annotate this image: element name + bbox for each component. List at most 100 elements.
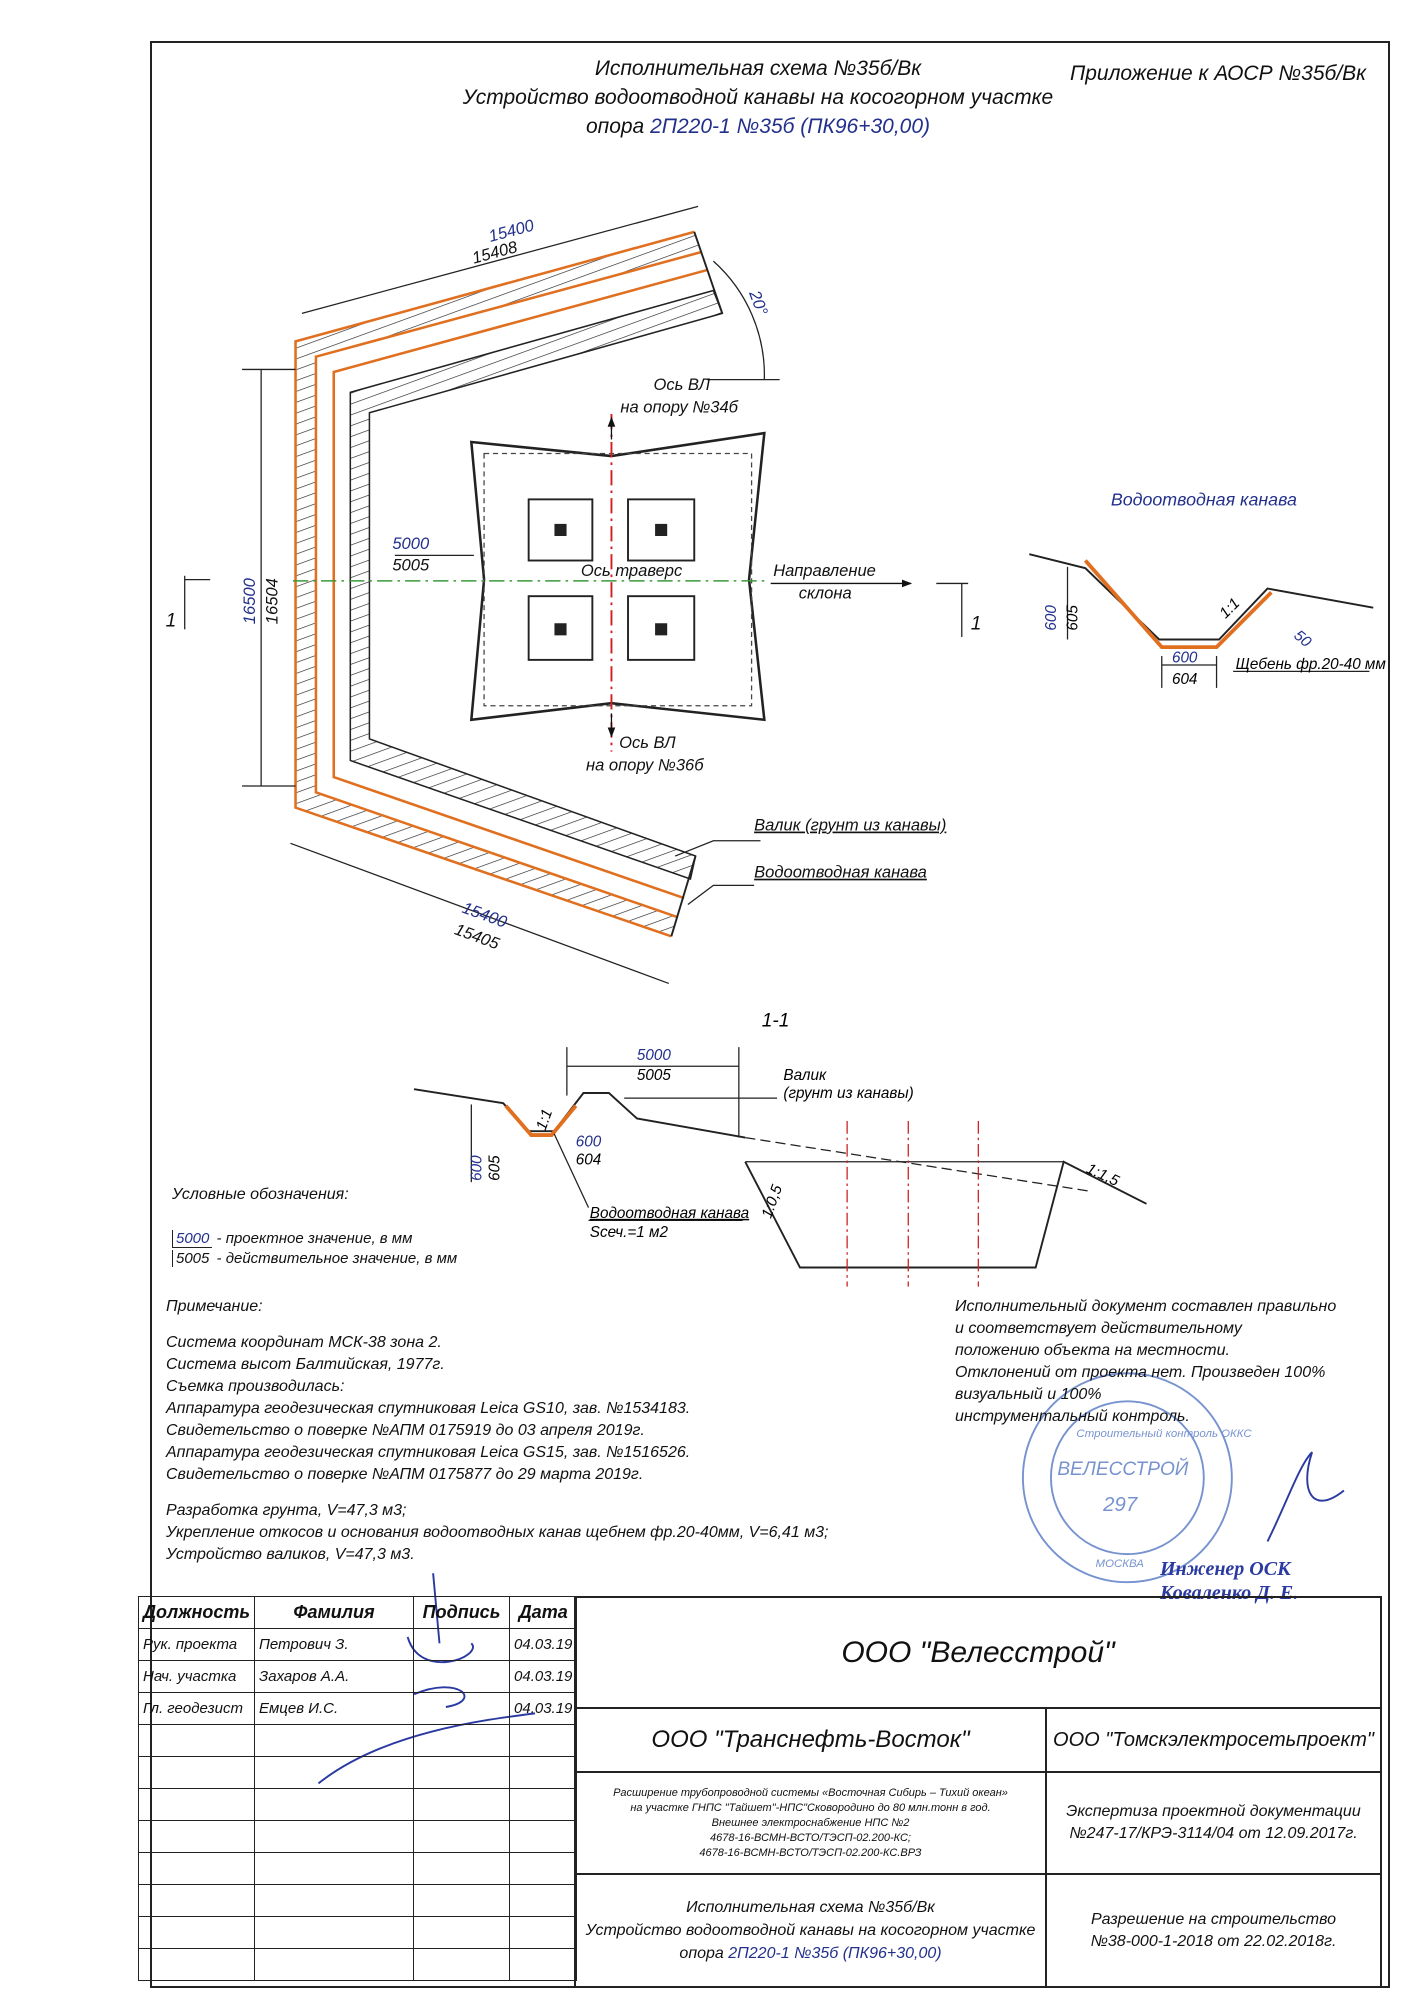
empty-cell	[509, 1884, 578, 1917]
title-prefix: опора	[585, 115, 645, 138]
section-width-actual: 604	[576, 1151, 601, 1168]
permit-line: Разрешение на строительство	[1090, 1910, 1337, 1928]
row-name: Емцев И.С.	[254, 1692, 415, 1725]
statement-line: и соответствует действительному	[955, 1320, 1242, 1337]
empty-cell	[413, 1820, 511, 1853]
ditch-profile	[1029, 553, 1374, 641]
signer-title: Инженер ОСК	[1160, 1558, 1291, 1580]
empty-cell	[254, 1724, 415, 1757]
construction-permit: Разрешение на строительство №38-000-1-20…	[1045, 1873, 1382, 1988]
ditch-title: Водоотводная канава	[1111, 490, 1297, 510]
section-area: Sсеч.=1 м2	[590, 1224, 669, 1241]
section-dim-lines	[470, 1047, 778, 1222]
doc-title-support-id: 2П220-1 №35б (ПК96+30,00)	[728, 1945, 942, 1962]
foundation-footings	[527, 498, 696, 661]
expertise-line: Экспертиза проектной документации	[1066, 1803, 1361, 1820]
foundation-base	[483, 452, 753, 707]
empty-cell	[254, 1756, 415, 1789]
dim-inner-design: 5000	[392, 534, 430, 553]
document-title: Исполнительная схема №35б/Вк Устройство …	[574, 1873, 1047, 1988]
empty-cell	[254, 1852, 415, 1885]
empty-cell	[509, 1948, 578, 1981]
section-pit	[744, 1160, 1147, 1269]
empty-cell	[137, 1756, 256, 1789]
plan-labels: Ось ВЛ на опору №34б Ось траверс Направл…	[166, 375, 982, 882]
stamp-number: 297	[1102, 1494, 1138, 1516]
header-role: Должность	[137, 1596, 256, 1629]
empty-cell	[413, 1788, 511, 1821]
project-description: Расширение трубопроводной системы «Восто…	[574, 1771, 1047, 1875]
header-signature: Подпись	[413, 1596, 511, 1629]
axis-traverse: Ось траверс	[581, 561, 683, 580]
doc-title-line: Исполнительная схема №35б/Вк	[686, 1899, 935, 1916]
row-role: Рук. проекта	[137, 1628, 256, 1661]
empty-cell	[254, 1788, 415, 1821]
empty-cell	[509, 1724, 578, 1757]
row-signature	[413, 1660, 511, 1693]
empty-cell	[254, 1948, 415, 1981]
stamp-top: Строительный контроль ОККС	[1076, 1428, 1252, 1440]
doc-title-line: опора 2П220-1 №35б (ПК96+30,00)	[679, 1942, 941, 1965]
empty-cell	[413, 1852, 511, 1885]
ditch-gravel: Щебень фр.20-40 мм	[1236, 656, 1387, 673]
section-dim-design: 5000	[637, 1047, 671, 1064]
note-line: Свидетельство о поверке №АПМ 0175877 до …	[166, 1466, 644, 1483]
signatures-table: Должность Фамилия Подпись Дата Рук. прое…	[137, 1596, 578, 1981]
title-line-1: Исполнительная схема №35б/Вк	[594, 57, 922, 80]
dim-left-actual: 16504	[263, 578, 282, 624]
empty-cell	[413, 1756, 511, 1789]
customer-name: ООО "Транснефть-Восток"	[574, 1707, 1047, 1773]
dim-top-actual: 15408	[470, 237, 520, 267]
title-support-id: 2П220-1 №35б (ПК96+30,00)	[650, 115, 931, 138]
row-signature	[413, 1628, 511, 1661]
row-signature	[413, 1692, 511, 1725]
ditch-depth-actual: 605	[1065, 605, 1082, 631]
legend-design-text: - проектное значение, в мм	[216, 1230, 413, 1247]
ditch-width-actual: 604	[1172, 671, 1197, 688]
ditch-dim-lines	[1066, 566, 1370, 688]
legend-actual-value: 5005	[172, 1250, 213, 1267]
label-berm: Валик (грунт из канавы)	[754, 816, 946, 835]
slope-dir-1: Направление	[773, 561, 876, 580]
empty-cell	[413, 1724, 511, 1757]
doc-title-line: Устройство водоотводной канавы на косого…	[585, 1922, 1036, 1939]
empty-cell	[254, 1884, 415, 1917]
row-name: Петрович З.	[254, 1628, 415, 1661]
axis-top-1: Ось ВЛ	[653, 375, 710, 394]
volume-line: Укрепление откосов и основания водоотвод…	[166, 1524, 829, 1541]
empty-cell	[254, 1916, 415, 1949]
empty-cell	[413, 1948, 511, 1981]
ditch-width-design: 600	[1172, 649, 1198, 666]
section-mark-right: 1	[971, 613, 982, 634]
row-name: Захаров А.А.	[254, 1660, 415, 1693]
stamp-city: МОСКВА	[1096, 1558, 1145, 1570]
empty-cell	[413, 1884, 511, 1917]
empty-cell	[509, 1756, 578, 1789]
section-width-design: 600	[576, 1133, 602, 1150]
dim-inner-actual: 5005	[392, 556, 430, 575]
row-role: Нач. участка	[137, 1660, 256, 1693]
note-line: Аппаратура геодезическая спутниковая Lei…	[166, 1400, 691, 1417]
header-date: Дата	[509, 1596, 578, 1629]
compliance-statement: Исполнительный документ составлен правил…	[955, 1296, 1336, 1428]
empty-cell	[137, 1916, 256, 1949]
empty-cell	[509, 1820, 578, 1853]
company-stamp: Строительный контроль ОККС ВЕЛЕССТРОЙ 29…	[1021, 1372, 1252, 1584]
legend-actual: 5005 - действительное значение, в мм	[172, 1250, 457, 1267]
volume-line: Разработка грунта, V=47,3 м3;	[166, 1502, 407, 1519]
section-slope-pit: 1:0,5	[758, 1182, 786, 1220]
legend-design: 5000 - проектное значение, в мм	[172, 1230, 413, 1248]
ditch-depth-design: 600	[1043, 605, 1060, 631]
section-depth-actual: 605	[486, 1155, 503, 1181]
section-ditch-fill	[504, 1104, 578, 1137]
empty-cell	[137, 1820, 256, 1853]
ditch-edge-mid	[314, 251, 701, 919]
doc-title-prefix: опора	[679, 1945, 724, 1962]
volume-line: Устройство валиков, V=47,3 м3.	[166, 1546, 415, 1563]
empty-cell	[509, 1852, 578, 1885]
ditch-gravel-layer	[1083, 559, 1273, 650]
section-depth-design: 600	[469, 1155, 486, 1181]
